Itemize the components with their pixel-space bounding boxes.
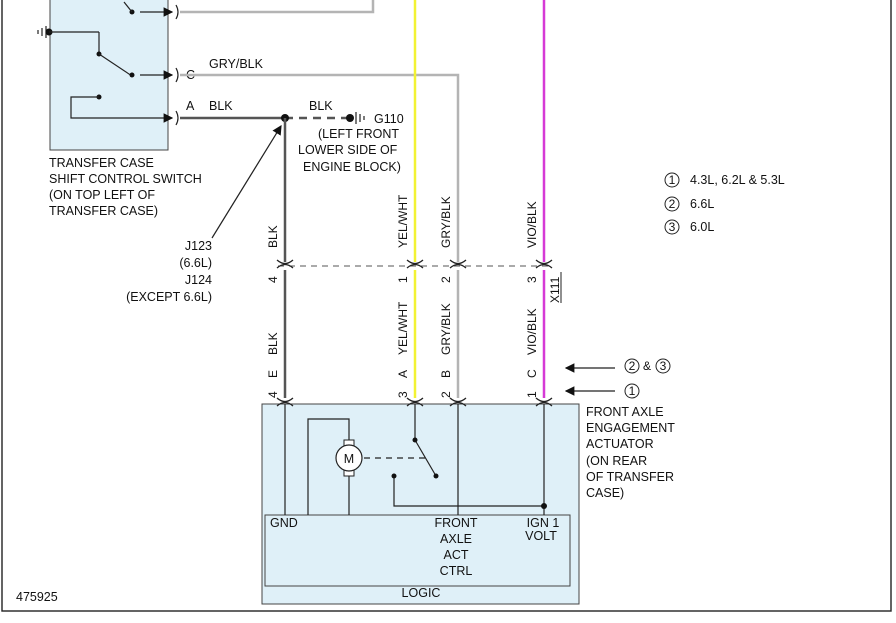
gnd-label: GND [270,516,298,530]
ground-location-line2: LOWER SIDE OF [298,143,398,157]
switch-label-line2: SHIFT CONTROL SWITCH [49,172,202,186]
legend-text-1: 4.3L, 6.2L & 5.3L [690,173,785,187]
transfer-case-switch: TRANSFER CASE SHIFT CONTROL SWITCH (ON T… [37,0,264,218]
x111-pin-4: 3 [525,276,539,283]
connector-arc [175,67,179,83]
front-axle-actuator: M GND FRONT AXLE ACT CTRL IGN 1 VOLT LOG… [261,397,675,605]
ground-location-line3: ENGINE BLOCK) [303,160,401,174]
note-ref-3: 3 [660,359,667,373]
splice-label-line4: (EXCEPT 6.6L) [126,290,212,304]
ctrl-label-line3: ACT [444,548,469,562]
x111-id: X111 [548,276,562,303]
pin-notes: 2 & 3 1 [564,358,671,399]
wire-gry-blk-upper [180,73,460,262]
page-frame [1,0,892,612]
legend-num-3: 3 [669,220,676,234]
switch-label-line3: (ON TOP LEFT OF [49,188,155,202]
x111-pin-3: 2 [439,276,453,283]
ctrl-label-line4: CTRL [440,564,473,578]
act-pin-num-1: 4 [266,391,280,398]
splice-label-line2: (6.6L) [179,256,212,270]
ground-symbol-left [37,26,47,38]
act-pin-num-3: 2 [439,391,453,398]
pin-a-label: A [186,99,195,113]
actuator-label-line3: ACTUATOR [586,437,654,451]
x111-pin-1: 4 [266,276,280,283]
x111-wire-upper-1: BLK [266,225,280,248]
actuator-label-line4: (ON REAR [586,454,647,468]
x111-wire-lower-4: VIO/BLK [525,308,539,355]
actuator-label-line1: FRONT AXLE [586,405,664,419]
splice-label-line3: J124 [185,273,212,287]
wires [180,0,546,398]
act-pin-num-2: 3 [396,391,410,398]
x111-wire-lower-2: YEL/WHT [396,301,410,355]
act-pin-letter-3: B [439,370,453,378]
wire-top-grey [180,0,375,14]
actuator-label-line6: CASE) [586,486,624,500]
legend-num-1: 1 [669,173,676,187]
x111-wire-upper-3: GRY/BLK [439,196,453,248]
x111-wire-lower-3: GRY/BLK [439,303,453,355]
x111-wire-lower-1: BLK [266,332,280,355]
diagram-id: 475925 [16,590,58,604]
x111-wire-upper-4: VIO/BLK [525,201,539,248]
act-pin-num-4: 1 [525,391,539,398]
legend: 1 4.3L, 6.2L & 5.3L 2 6.6L 3 6.0L [664,172,785,235]
ground-location-line1: (LEFT FRONT [318,127,399,141]
actuator-label-line5: OF TRANSFER [586,470,674,484]
ground-id: G110 [374,112,404,126]
splice-label-line1: J123 [185,239,212,253]
motor-icon [335,444,363,472]
act-pin-letter-1: E [266,370,280,378]
actuator-pins: E A B C 4 3 2 1 [266,369,539,398]
logic-box [264,514,571,587]
motor-label: M [344,452,354,466]
note-amp: & [643,359,651,373]
note-ref-2: 2 [629,359,636,373]
connector-arc [175,110,179,126]
connector-x111: BLK YEL/WHT GRY/BLK VIO/BLK 4 1 2 3 X111… [266,194,562,355]
switch-label-line1: TRANSFER CASE [49,156,154,170]
wire-c-color: GRY/BLK [209,57,264,71]
act-pin-letter-2: A [396,370,410,378]
x111-wire-upper-2: YEL/WHT [396,194,410,248]
connector-arc [175,4,179,20]
legend-text-3: 6.0L [690,220,714,234]
ctrl-label-line2: AXLE [440,532,472,546]
splice-leader-line [211,124,282,239]
legend-num-2: 2 [669,197,676,211]
act-pin-letter-4: C [525,369,539,378]
logic-label: LOGIC [402,586,441,600]
legend-text-2: 6.6L [690,197,714,211]
ground-wire-color: BLK [309,99,333,113]
x111-pin-2: 1 [396,276,410,283]
actuator-label-line2: ENGAGEMENT [586,421,675,435]
ctrl-label-line1: FRONT [434,516,477,530]
ground-symbol-g110 [355,112,365,124]
ign-label-line2: VOLT [525,529,557,543]
wire-a-color: BLK [209,99,233,113]
note-ref-1: 1 [629,384,636,398]
switch-label-line4: TRANSFER CASE) [49,204,158,218]
ign-label-line1: IGN 1 [527,516,560,530]
ground-node [346,114,354,122]
